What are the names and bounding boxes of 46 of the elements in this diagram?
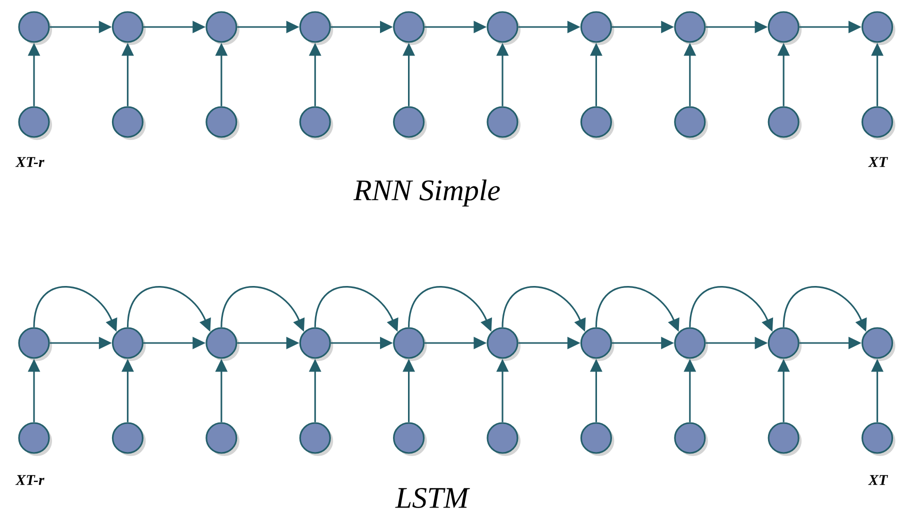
circle-node (486, 106, 520, 140)
circle-node (486, 327, 520, 361)
circle-node (18, 11, 52, 45)
title: RNN Simple (353, 179, 500, 207)
circle-node (393, 327, 427, 361)
circle-node (112, 11, 146, 45)
circle-node (393, 422, 427, 456)
circle-node (674, 422, 708, 456)
index-label: XT-r (15, 475, 44, 485)
circle-node (18, 327, 52, 361)
circle-node (206, 327, 240, 361)
circle-node (299, 11, 334, 45)
circle-node (393, 11, 427, 45)
index-label: XT (868, 157, 888, 167)
circle-node (299, 327, 334, 361)
circle-node (206, 106, 240, 140)
circle-node (768, 327, 802, 361)
circle-node (768, 106, 802, 140)
index-label: XT-r (15, 157, 44, 167)
circle-node (580, 327, 614, 361)
circle-node (206, 422, 240, 456)
circle-node (862, 422, 896, 456)
circle-node (674, 327, 708, 361)
index-label: XT (868, 475, 888, 485)
circle-node (393, 106, 427, 140)
circle-node (206, 11, 240, 45)
circle-node (112, 422, 146, 456)
circle-node (674, 11, 708, 45)
circle-node (580, 11, 614, 45)
circle-node (299, 106, 334, 140)
circle-node (299, 422, 334, 456)
circle-node (580, 422, 614, 456)
circle-node (486, 422, 520, 456)
circle-node (18, 106, 52, 140)
circle-node (486, 11, 520, 45)
circle-node (112, 327, 146, 361)
circle-node (768, 11, 802, 45)
circle-node (674, 106, 708, 140)
circle-node (18, 422, 52, 456)
circle-node (112, 106, 146, 140)
circle-node (862, 106, 896, 140)
circle-node (768, 422, 802, 456)
circle-node (862, 11, 896, 45)
circle-node (580, 106, 614, 140)
circle-node (862, 327, 896, 361)
title: LSTM (395, 488, 470, 508)
